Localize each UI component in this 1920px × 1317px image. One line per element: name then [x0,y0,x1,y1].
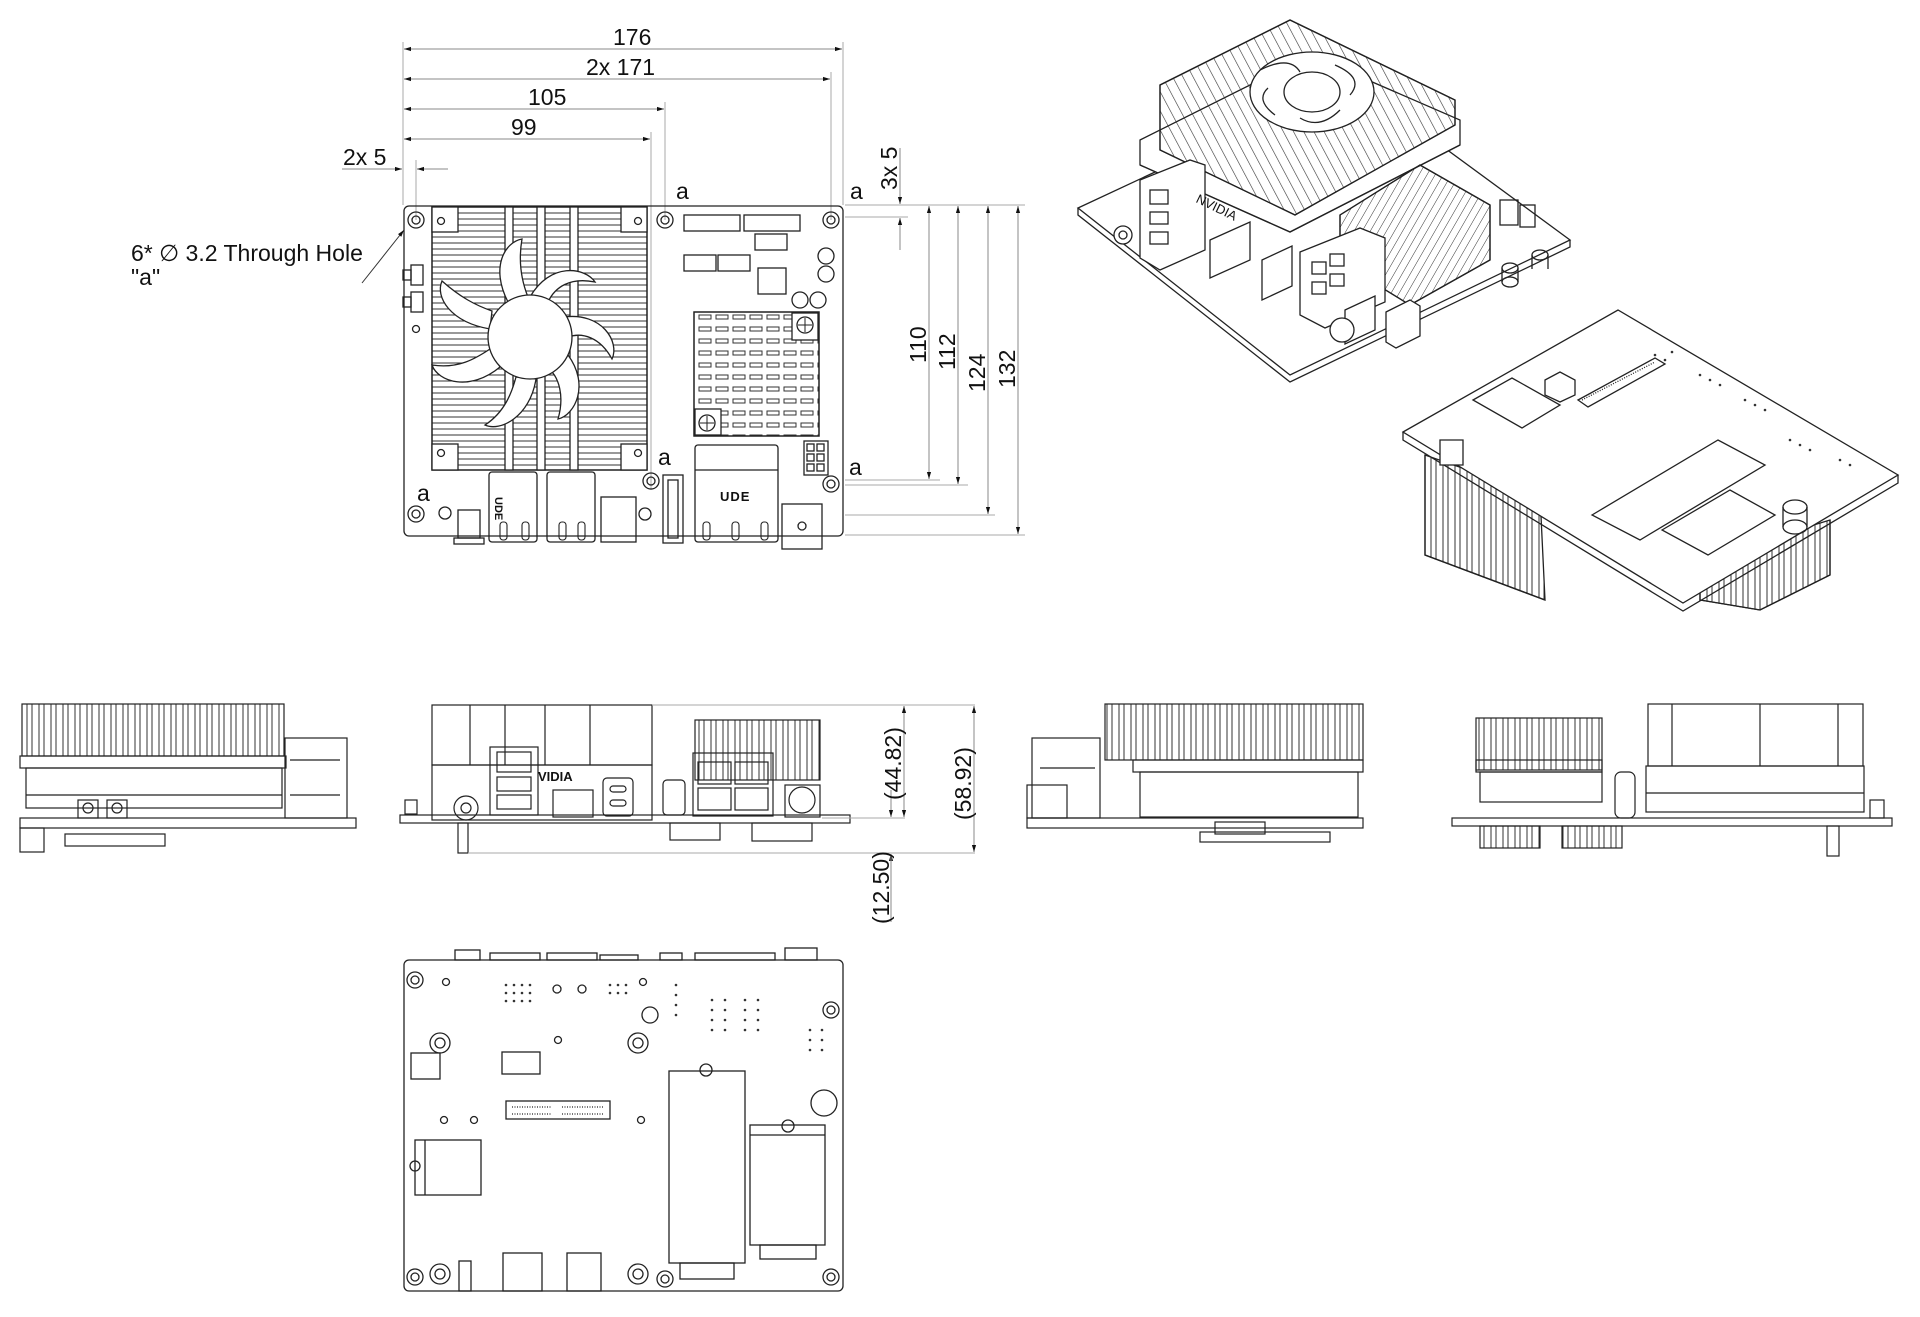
through-hole-callout-ref: "a" [131,264,161,290]
top-view [342,42,1025,550]
dim-hole-offset-y: 3x 5 [876,146,902,190]
through-hole-callout: 6* ∅ 3.2 Through Hole [131,240,363,266]
dim-hole-x-99: 99 [511,114,537,140]
isometric-top-view [1076,19,1572,383]
dim-height-above-pcb: (44.82) [880,727,906,800]
connector-marking: UDE [720,489,751,504]
dim-overall-height: (58.92) [950,747,976,820]
dim-hole-span-x: 2x 171 [586,54,656,80]
hole-label-a: a [417,480,430,506]
dim-hole-offset-x: 2x 5 [343,144,387,170]
side-view-rear [1026,703,1364,843]
side-view-left [19,703,357,853]
front-logo: VIDIA [538,769,573,784]
bottom-view [403,947,844,1292]
dim-hole-y-112: 112 [934,333,960,370]
connector-marking: UDE [492,497,504,521]
dim-overall-depth: 132 [994,349,1020,388]
hole-label-a: a [850,178,863,204]
dim-depth-124: 124 [964,353,990,392]
fan-icon [431,238,615,428]
hole-label-a: a [676,178,689,204]
dim-hole-x-105: 105 [528,84,567,110]
dim-hole-y-110: 110 [905,326,931,363]
isometric-bottom-view [1401,309,1900,612]
front-view-io [399,704,977,922]
dim-height-below-pcb: (12.50) [868,851,894,924]
side-view-right [1451,703,1893,857]
hole-label-a: a [849,454,862,480]
dim-overall-width: 176 [613,24,652,50]
hole-label-a: a [658,444,671,470]
